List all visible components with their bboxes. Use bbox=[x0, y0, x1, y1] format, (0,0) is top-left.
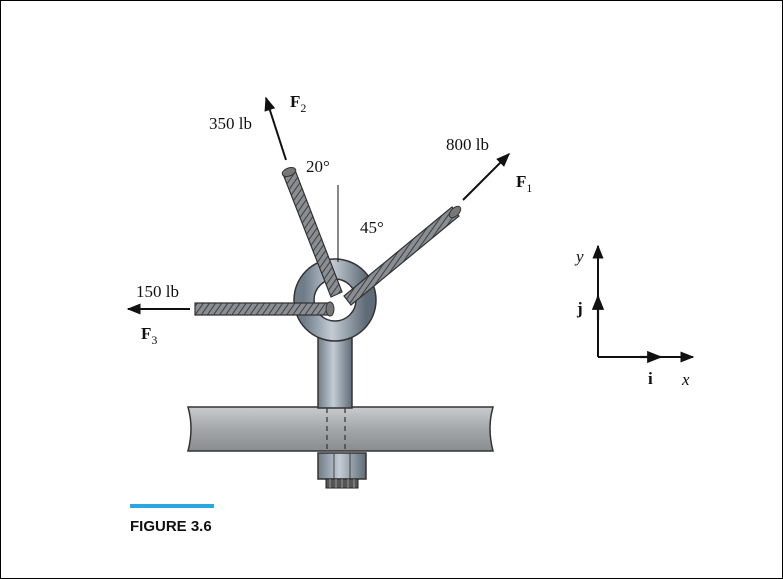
figure-caption: FIGURE 3.6 bbox=[130, 518, 212, 535]
f1-arrow bbox=[462, 153, 510, 201]
i-label: i bbox=[648, 369, 653, 388]
f2-arrow bbox=[264, 96, 287, 161]
x-axis-label: x bbox=[681, 370, 690, 389]
angle-45-label: 45° bbox=[360, 218, 384, 237]
y-axis-label: y bbox=[574, 247, 584, 266]
f2-magnitude: 350 lb bbox=[209, 114, 252, 133]
eye-ring bbox=[293, 258, 377, 342]
rope-f2 bbox=[281, 167, 343, 298]
f1-magnitude: 800 lb bbox=[446, 135, 489, 154]
coordinate-axes bbox=[591, 244, 695, 364]
f3-label: F3 bbox=[141, 324, 157, 347]
rope-f3 bbox=[194, 301, 335, 317]
caption-accent-bar bbox=[130, 504, 214, 508]
nut bbox=[317, 452, 367, 489]
rope-f1 bbox=[343, 205, 462, 306]
angle-20-label: 20° bbox=[306, 157, 330, 176]
f1-label: F1 bbox=[516, 172, 532, 195]
j-label: j bbox=[576, 299, 583, 318]
f3-magnitude: 150 lb bbox=[136, 282, 179, 301]
f2-label: F2 bbox=[290, 92, 306, 115]
base-plate bbox=[187, 406, 494, 452]
